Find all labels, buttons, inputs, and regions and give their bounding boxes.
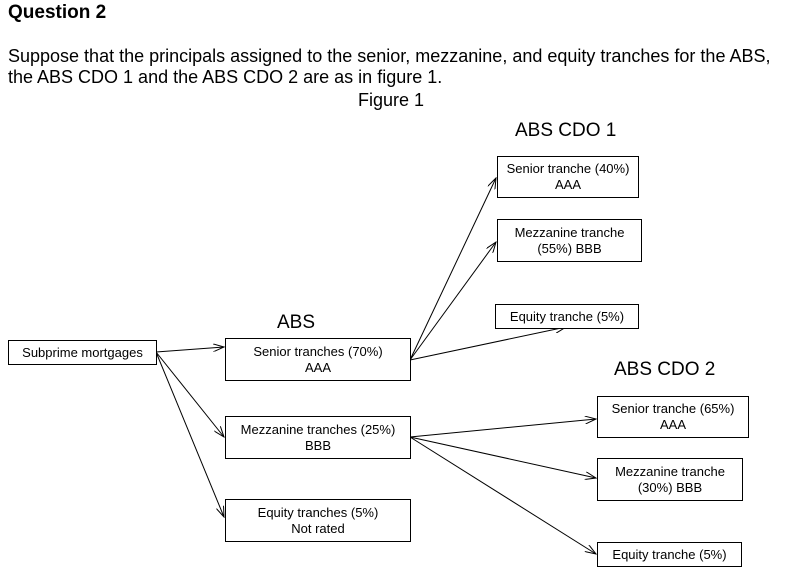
cdo2-mezzanine-line2: (30%) BBB bbox=[637, 479, 703, 495]
cdo1-mezzanine-box: Mezzanine tranche (55%) BBB bbox=[497, 219, 642, 262]
arrow-abs-mezzanine-to-cdo2-mezzanine bbox=[409, 436, 596, 478]
arrow-abs-senior-to-cdo1-senior bbox=[409, 178, 496, 361]
arrow-abs-mezzanine-to-cdo2-senior bbox=[409, 419, 596, 438]
arrow-abs-senior-to-cdo1-equity bbox=[409, 327, 566, 361]
cdo2-mezzanine-box: Mezzanine tranche (30%) BBB bbox=[597, 458, 743, 501]
cdo2-equity-box: Equity tranche (5%) bbox=[597, 542, 742, 567]
abs-mezzanine-line2: BBB bbox=[304, 437, 331, 453]
arrow-subprime-to-abs-senior bbox=[155, 347, 224, 353]
abs-mezzanine-line1: Mezzanine tranches (25%) bbox=[240, 421, 396, 437]
cdo2-senior-line1: Senior tranche (65%) bbox=[611, 401, 735, 416]
figure-label: Figure 1 bbox=[358, 90, 425, 110]
subprime-mortgages-label: Subprime mortgages bbox=[22, 344, 143, 360]
arrow-subprime-to-abs-mezzanine bbox=[155, 351, 224, 437]
cdo1-label: ABS CDO 1 bbox=[515, 120, 617, 141]
abs-equity-line1: Equity tranches (5%) bbox=[257, 504, 379, 520]
cdo1-senior-box: Senior tranche (40%) AAA bbox=[497, 156, 639, 198]
cdo1-mezzanine-line2: (55%) BBB bbox=[537, 240, 602, 256]
abs-label: ABS bbox=[277, 312, 316, 333]
cdo1-senior-line2: AAA bbox=[554, 177, 581, 192]
cdo2-senior-box: Senior tranche (65%) AAA bbox=[597, 396, 749, 438]
abs-equity-line2: Not rated bbox=[291, 520, 345, 536]
question-title: Question 2 bbox=[8, 2, 107, 23]
question-text: Suppose that the principals assigned to … bbox=[8, 46, 771, 87]
arrow-abs-mezzanine-to-cdo2-equity bbox=[409, 436, 596, 554]
abs-senior-box: Senior tranches (70%) AAA bbox=[225, 338, 411, 381]
abs-senior-line2: AAA bbox=[304, 359, 331, 375]
abs-mezzanine-box: Mezzanine tranches (25%) BBB bbox=[225, 416, 411, 459]
cdo2-mezzanine-line1: Mezzanine tranche bbox=[615, 463, 725, 479]
arrow-abs-senior-to-cdo1-mezzanine bbox=[409, 242, 496, 361]
cdo2-senior-line2: AAA bbox=[659, 417, 686, 432]
cdo1-mezzanine-line1: Mezzanine tranche bbox=[514, 224, 625, 240]
cdo2-label: ABS CDO 2 bbox=[614, 359, 716, 380]
subprime-mortgages-box: Subprime mortgages bbox=[8, 340, 157, 365]
cdo1-senior-line1: Senior tranche (40%) bbox=[506, 161, 630, 176]
abs-senior-line1: Senior tranches (70%) bbox=[253, 343, 383, 359]
abs-equity-box: Equity tranches (5%) Not rated bbox=[225, 499, 411, 542]
cdo2-equity-line1: Equity tranche (5%) bbox=[612, 546, 727, 562]
cdo1-equity-box: Equity tranche (5%) bbox=[495, 304, 639, 329]
cdo1-equity-line1: Equity tranche (5%) bbox=[509, 308, 625, 324]
arrow-subprime-to-abs-equity bbox=[155, 351, 224, 517]
